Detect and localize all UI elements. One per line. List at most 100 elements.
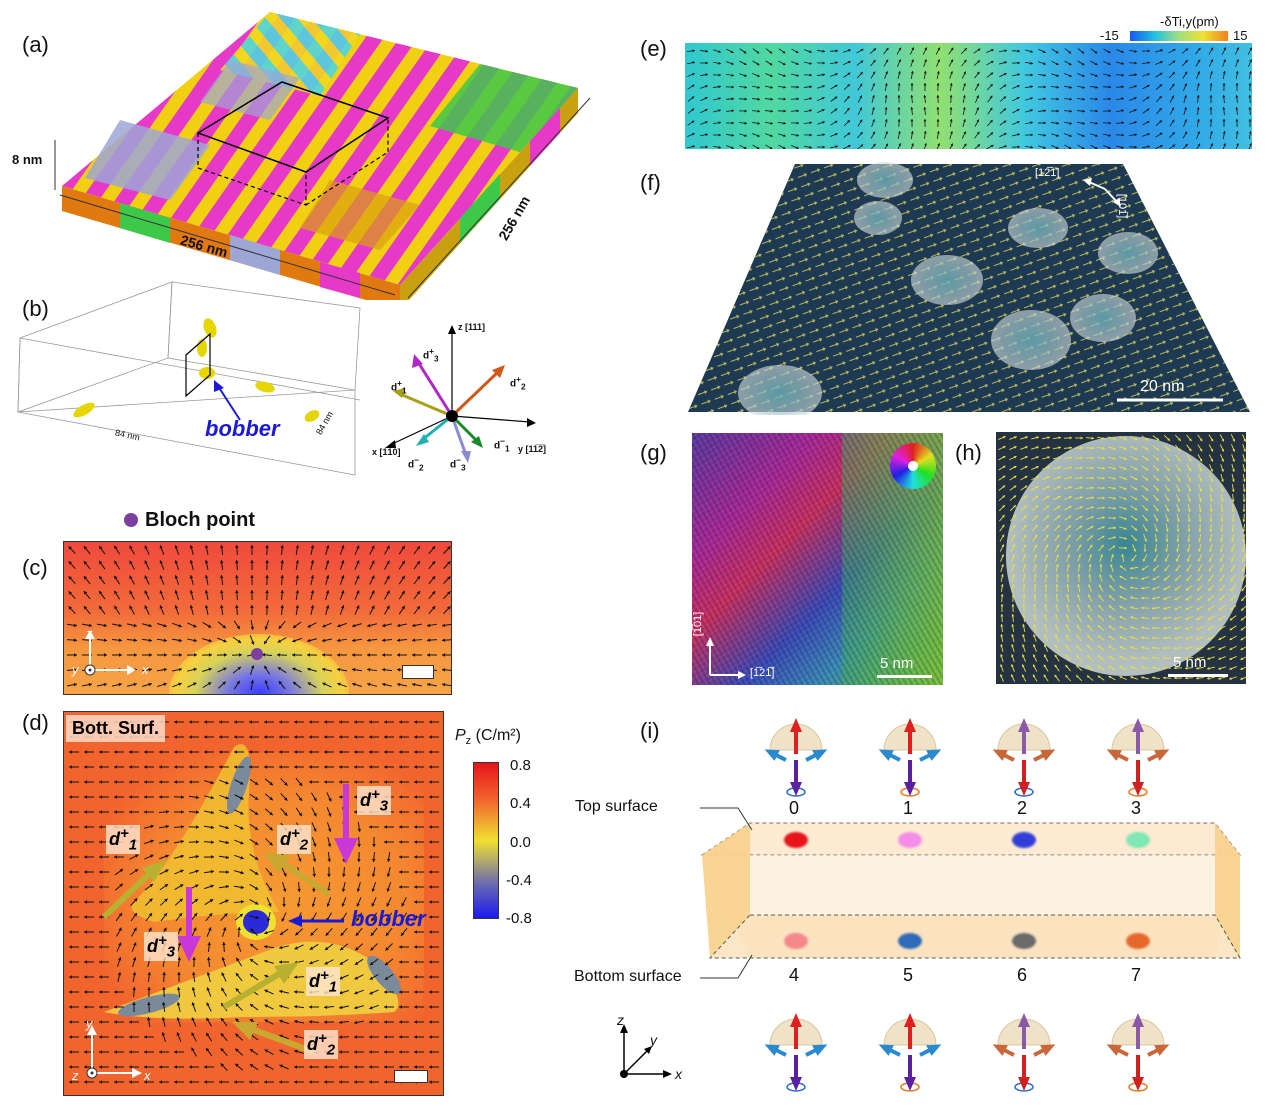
panel-i-axis-z: z xyxy=(617,1012,624,1028)
panel-i-axes xyxy=(620,1024,672,1078)
panel-h-image: 5 nm xyxy=(996,432,1246,684)
panel-label-b: (b) xyxy=(22,296,49,321)
panel-c-axis-z: z xyxy=(86,626,93,641)
panel-f-scalebar: 20 nm xyxy=(1140,378,1185,395)
panel-b-d1m: d−1 xyxy=(494,436,510,454)
domain-wall-glyph xyxy=(992,718,1056,797)
panel-a-thickness: 8 nm xyxy=(12,152,43,167)
panel-i-num-3: 3 xyxy=(1131,798,1142,818)
panel-i-num-5: 5 xyxy=(903,965,914,985)
panel-d-label-d1-left: d+1 xyxy=(106,825,141,854)
panel-d-label-d1-right: d+1 xyxy=(306,967,341,996)
panel-i-num-4: 4 xyxy=(789,965,800,985)
panel-b-d1p: d+1 xyxy=(391,378,407,396)
panel-label-a: (a) xyxy=(22,32,49,57)
state-dot-top-0 xyxy=(784,832,808,848)
panel-label-e: (e) xyxy=(640,36,667,61)
panel-b-axis-x: x [1̅1̅0] xyxy=(372,447,401,457)
panel-i-num-2: 2 xyxy=(1017,798,1028,818)
panel-f-surface xyxy=(688,162,1250,415)
panel-d-axis-z: z xyxy=(72,1068,79,1083)
panel-d-bobber-label: bobber xyxy=(351,906,426,931)
state-dot-bottom-3 xyxy=(1126,933,1150,949)
panel-b-axis-z: z [111] xyxy=(458,322,486,332)
panel-i-num-1: 1 xyxy=(903,798,914,818)
state-dot-bottom-2 xyxy=(1012,933,1036,949)
panel-b-axis-y: y [11̅2̅] xyxy=(518,444,547,454)
panel-i-num-7: 7 xyxy=(1131,965,1142,985)
panel-c-axis-y: y xyxy=(72,662,79,677)
domain-wall-glyph xyxy=(1106,1013,1170,1092)
panel-d-label-d2-mid: d+2 xyxy=(277,825,312,854)
panel-label-g: (g) xyxy=(640,440,667,465)
panel-i-glyphs xyxy=(764,718,1170,1092)
panel-label-i: (i) xyxy=(640,718,660,743)
panel-g-image: [1̅01] [1̅21̅] 5 nm xyxy=(692,433,943,685)
panel-i-top-surface: Top surface xyxy=(575,798,658,815)
domain-wall-glyph xyxy=(878,718,942,797)
panel-e-cb-min: -15 xyxy=(1100,28,1119,43)
panel-i-num-6: 6 xyxy=(1017,965,1028,985)
panel-d-cb-tick-2: 0.0 xyxy=(510,834,531,851)
panel-d-colorbar-title: Pz (C/m²) xyxy=(455,727,521,748)
bloch-point-legend: Bloch point xyxy=(145,509,255,531)
domain-wall-glyph xyxy=(764,718,828,797)
domain-wall-glyph xyxy=(878,1013,942,1092)
panel-label-c: (c) xyxy=(22,555,48,580)
panel-g-scalebar: 5 nm xyxy=(880,655,914,672)
panel-label-h: (h) xyxy=(955,440,982,465)
panel-i-leaders xyxy=(700,807,753,979)
state-dot-top-3 xyxy=(1126,832,1150,848)
state-dot-bottom-1 xyxy=(898,933,922,949)
panel-c-field: z x y xyxy=(63,541,452,695)
panel-b-d2p: d+2 xyxy=(510,374,526,392)
panel-b-d3p: d+3 xyxy=(423,346,439,364)
panel-c-scalebar xyxy=(402,665,434,679)
domain-wall-glyph xyxy=(1106,718,1170,797)
panel-d-cb-tick-3: -0.4 xyxy=(506,872,532,889)
state-dot-top-2 xyxy=(1012,832,1036,848)
panel-h-scalebar: 5 nm xyxy=(1173,654,1207,671)
panel-i-axis-y: y xyxy=(650,1032,657,1048)
state-dot-top-1 xyxy=(898,832,922,848)
bloch-point-marker xyxy=(251,648,263,660)
panel-f-dir1: [12̅1] xyxy=(1035,167,1060,179)
panel-b-d2m: d−2 xyxy=(408,455,424,473)
panel-a-slab xyxy=(54,12,591,300)
panel-label-d: (d) xyxy=(22,710,49,735)
panel-g-dir-h: [1̅21̅] xyxy=(750,667,775,679)
panel-b-bobber-label: bobber xyxy=(205,416,280,441)
panel-d-cb-tick-4: -0.8 xyxy=(506,910,532,927)
panel-b-box xyxy=(17,281,536,476)
panel-i-slab xyxy=(700,822,1242,960)
panel-e-colorbar xyxy=(1130,31,1228,41)
panel-f-dir2: [101̅] xyxy=(1116,193,1129,219)
panel-d-label-d2-bot: d+2 xyxy=(304,1030,339,1059)
panel-d-cb-tick-1: 0.4 xyxy=(510,795,531,812)
panel-h-scalebar-line xyxy=(1168,674,1228,677)
panel-d-axis-x: x xyxy=(144,1068,151,1083)
panel-d-cb-tick-0: 0.8 xyxy=(510,757,531,774)
panel-g-dir-v: [1̅01] xyxy=(692,611,705,637)
bloch-point-dot xyxy=(124,513,138,527)
panel-d-axis-y: y xyxy=(86,1016,93,1031)
panel-b-d3m: d−3 xyxy=(450,455,466,473)
panel-e-cb-title: -δTi,y(pm) xyxy=(1160,14,1219,29)
panel-g-scalebar-line xyxy=(877,675,932,678)
panel-i-axis-x: x xyxy=(675,1066,682,1082)
state-dot-bottom-0 xyxy=(784,933,808,949)
panel-i-num-0: 0 xyxy=(789,798,800,818)
panel-d-label-d3-bot: d+3 xyxy=(144,932,179,961)
panel-i-bottom-surface: Bottom surface xyxy=(574,968,682,985)
panel-d-field: Bott. Surf. bobber d+3 d+1 d+2 d+3 d+1 d… xyxy=(63,711,444,1096)
panel-d-colorbar xyxy=(473,762,499,919)
panel-e-field xyxy=(685,43,1252,149)
domain-wall-glyph xyxy=(764,1013,828,1092)
panel-c-axis-x: x xyxy=(142,662,149,677)
domain-wall-glyph xyxy=(992,1013,1056,1092)
panel-d-label-d3-top: d+3 xyxy=(357,786,392,815)
panel-e-cb-max: 15 xyxy=(1233,28,1248,43)
panel-d-scalebar xyxy=(394,1070,428,1083)
panel-d-surface-label: Bott. Surf. xyxy=(66,715,165,742)
panel-label-f: (f) xyxy=(640,170,661,195)
